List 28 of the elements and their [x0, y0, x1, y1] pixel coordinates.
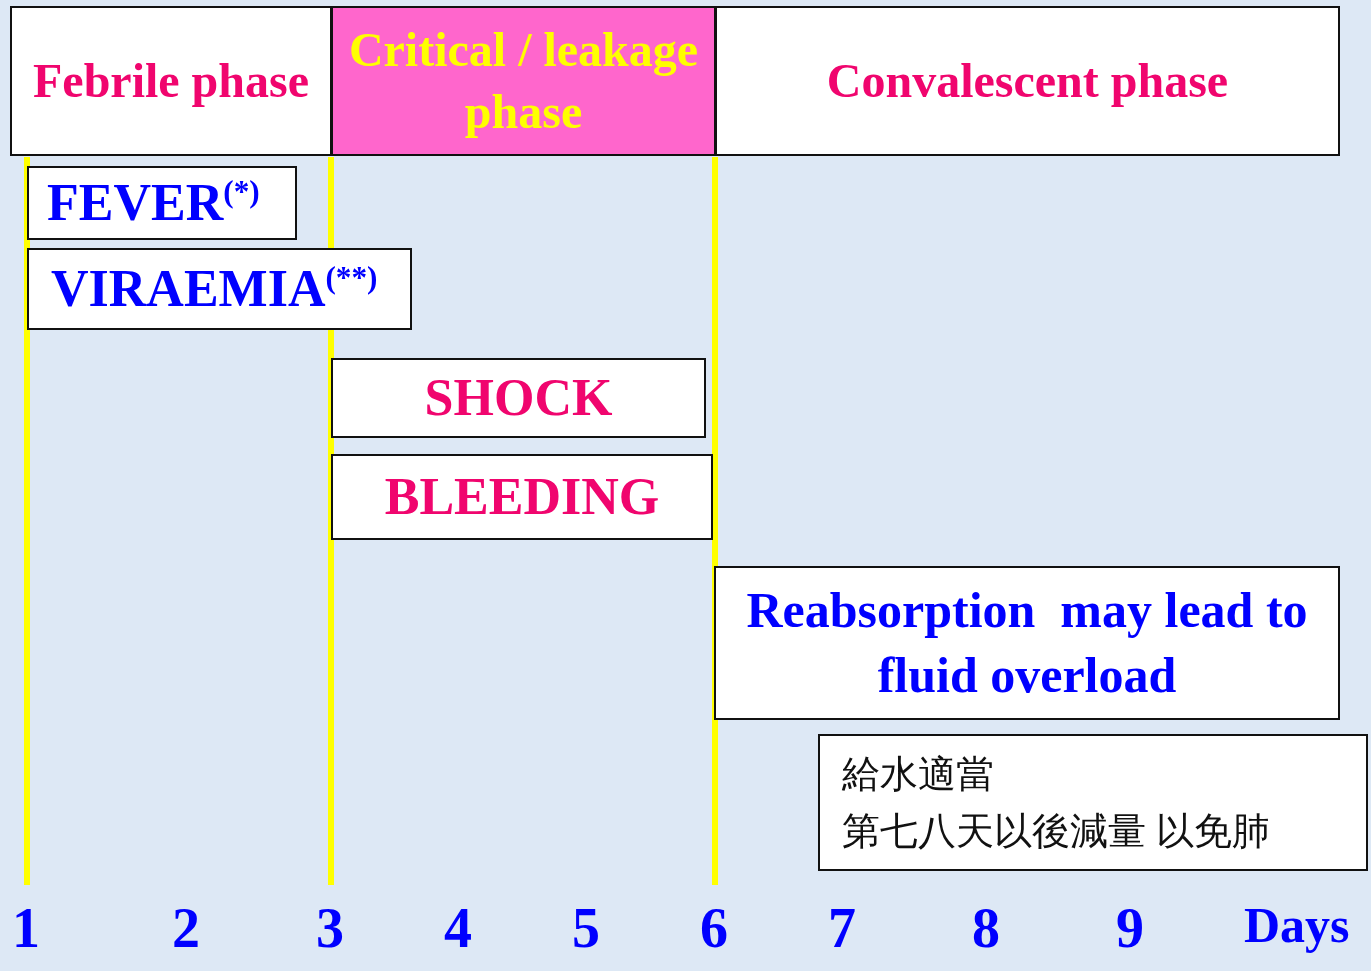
symptom-label: SHOCK	[424, 368, 613, 429]
symptom-box	[331, 358, 706, 438]
note-box	[818, 734, 1368, 871]
note-text: 給水適當	[842, 751, 994, 797]
axis-label: 7	[828, 900, 856, 956]
axis-label: 3	[316, 900, 344, 956]
axis-label: 5	[572, 900, 600, 956]
phase-box	[715, 6, 1340, 156]
phase-box	[10, 6, 332, 156]
symptom-label: VIRAEMIA$^{(**)}$	[51, 258, 378, 320]
axis-label: 9	[1116, 900, 1144, 956]
phase-box	[331, 6, 716, 156]
axis-label: 2	[172, 900, 200, 956]
symptom-box	[27, 166, 297, 240]
symptom-box	[27, 248, 412, 330]
phase-title: Convalescent phase	[826, 52, 1229, 109]
note-box	[714, 566, 1340, 720]
phase-title: Critical / leakage phase	[347, 21, 700, 140]
note-text: Reabsorption may lead to fluid overload	[745, 581, 1309, 705]
axis-label: 1	[12, 900, 40, 956]
symptom-box	[331, 454, 713, 540]
axis-label: 4	[444, 900, 472, 956]
note-text: 第七八天以後減量 以免肺	[842, 808, 1270, 854]
phase-title: Febrile phase	[33, 52, 309, 109]
axis-label: 6	[700, 900, 728, 956]
symptom-label: FEVER$^{(*)}$	[47, 172, 260, 234]
symptom-label: BLEEDING	[384, 467, 660, 528]
axis-label: 8	[972, 900, 1000, 956]
